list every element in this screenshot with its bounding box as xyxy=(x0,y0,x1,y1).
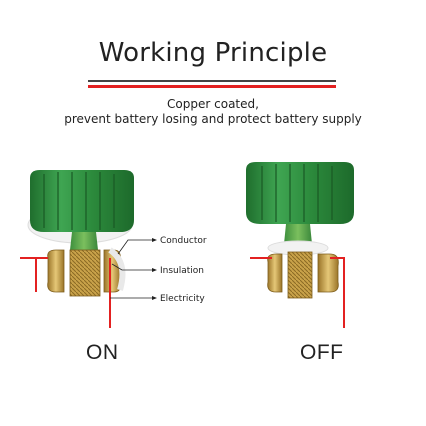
subtitle-line-1: Copper coated, xyxy=(167,97,259,111)
legend-insulation: Insulation xyxy=(160,266,204,276)
off-electricity-path xyxy=(250,257,345,328)
green-knob-icon xyxy=(246,162,354,224)
on-electricity-path xyxy=(20,257,111,328)
brass-terminal-icon xyxy=(267,251,339,299)
title-accent-line xyxy=(88,85,336,88)
green-knob-icon xyxy=(30,170,134,232)
green-stem xyxy=(284,224,312,244)
legend-pointers xyxy=(110,238,157,300)
title-underline xyxy=(88,80,336,82)
off-state-label: OFF xyxy=(300,341,344,364)
subtitle-line-2: prevent battery losing and protect batte… xyxy=(64,112,362,126)
brass-terminal-icon xyxy=(47,249,121,297)
off-switch-assembly xyxy=(246,162,354,299)
green-stem xyxy=(70,232,98,250)
page-title: Working Principle xyxy=(98,38,328,68)
legend-electricity: Electricity xyxy=(160,294,205,304)
on-switch-assembly xyxy=(27,170,134,297)
on-state-label: ON xyxy=(86,341,119,364)
insulation-ring xyxy=(108,247,126,291)
subtitle: Copper coated, prevent battery losing an… xyxy=(0,97,426,127)
legend-conductor: Conductor xyxy=(160,236,207,246)
